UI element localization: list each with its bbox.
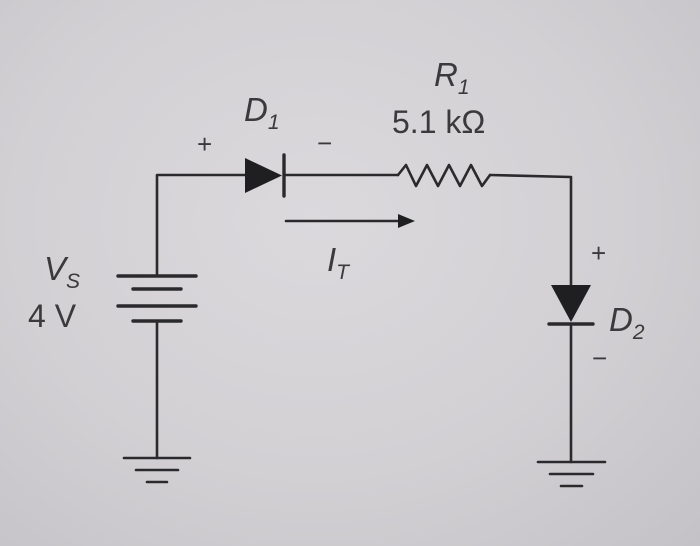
resistor-r1-label: R1 [434, 56, 470, 99]
current-it-label: IT [327, 241, 349, 284]
d1-plus-sign: + [197, 129, 213, 159]
resistor-r1-symbol [396, 163, 492, 188]
d2-minus-sign: − [592, 343, 608, 373]
ground-right-symbol [536, 460, 607, 488]
diode-d2-symbol [547, 285, 595, 326]
diode-d1-symbol [245, 153, 286, 198]
d2-plus-sign: + [591, 238, 607, 268]
wire-r1-d2 [488, 173, 573, 287]
resistor-r1-value: 5.1 kΩ [392, 104, 486, 140]
source-vs-value: 4 V [28, 298, 77, 334]
d1-minus-sign: − [317, 128, 333, 158]
battery-vs-symbol [116, 274, 198, 323]
source-vs-label: VS [44, 250, 81, 293]
current-arrow [284, 214, 415, 228]
ground-left-symbol [122, 456, 192, 484]
wire-top-left [155, 173, 247, 277]
diode-d2-label: D2 [609, 301, 645, 344]
diode-d1-label: D1 [244, 91, 280, 134]
